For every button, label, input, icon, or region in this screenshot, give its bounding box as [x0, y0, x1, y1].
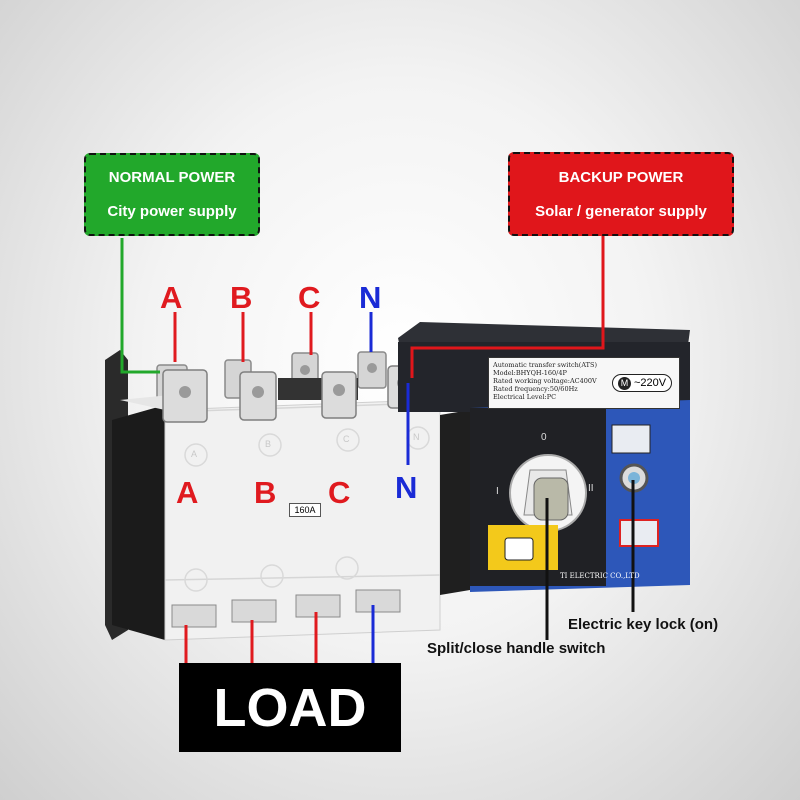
backup-power-title: BACKUP POWER: [558, 168, 684, 186]
electric-key-lock-label: Electric key lock (on): [568, 616, 719, 633]
top-phase-b-label: B: [230, 280, 253, 315]
handle-switch-label: Split/close handle switch: [427, 640, 606, 657]
device-nameplate: Automatic transfer switch(ATS) Model:BHY…: [488, 357, 680, 409]
top-phase-c-label: C: [298, 280, 321, 315]
rating-tag: 160A: [289, 503, 321, 517]
nameplate-line: Rated working voltage:AC400V: [493, 377, 597, 385]
housing-mark-a: A: [191, 449, 198, 459]
backup-power-subtitle: Solar / generator supply: [535, 202, 707, 220]
housing-mark-c: C: [343, 434, 350, 444]
load-label: LOAD: [179, 663, 401, 752]
switch-position-2: II: [588, 483, 594, 494]
normal-power-title: NORMAL POWER: [108, 169, 236, 187]
maker-text: TI ELECTRIC CO.,LTD: [560, 572, 640, 580]
switch-position-0: 0: [541, 432, 547, 443]
backup-power-callout: BACKUP POWER Solar / generator supply: [508, 152, 734, 236]
top-phase-a-label: A: [160, 280, 183, 315]
motor-mark: M: [617, 376, 631, 390]
nameplate-line: Automatic transfer switch(ATS): [493, 361, 597, 369]
nameplate-line: Electrical Level:PC: [493, 393, 557, 401]
housing-mark-n: N: [413, 432, 420, 442]
bottom-phase-n-label: N: [395, 470, 418, 505]
bottom-phase-a-label: A: [176, 475, 199, 510]
voltage-badge: M ~220V: [612, 374, 672, 392]
housing-mark-b: B: [265, 439, 272, 449]
normal-power-callout: NORMAL POWER City power supply: [84, 153, 260, 236]
bottom-phase-b-label: B: [254, 475, 277, 510]
nameplate-line: Rated frequency:50/60Hz: [493, 385, 578, 393]
switch-position-1: I: [496, 486, 499, 497]
bottom-phase-c-label: C: [328, 475, 351, 510]
top-phase-n-label: N: [359, 280, 382, 315]
voltage-text: ~220V: [633, 377, 667, 389]
nameplate-line: Model:BHYQH-160/4P: [493, 369, 567, 377]
normal-power-subtitle: City power supply: [107, 202, 237, 220]
